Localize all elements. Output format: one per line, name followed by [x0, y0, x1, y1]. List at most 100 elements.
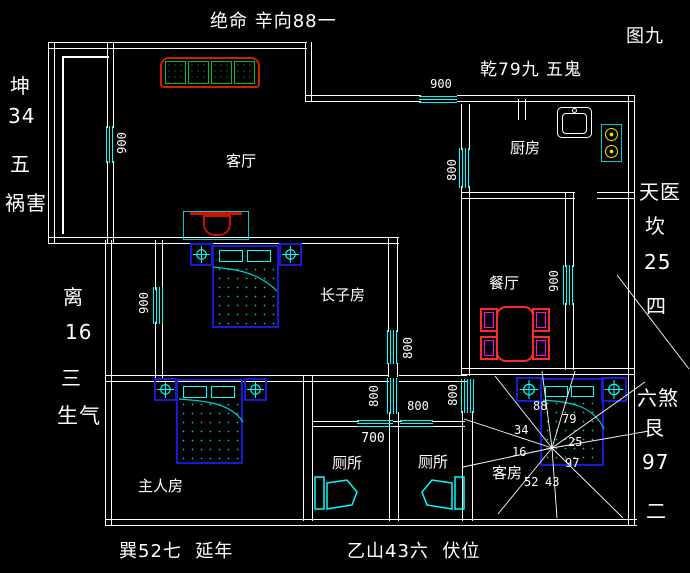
bottom-left-label: 巽52七 延年: [119, 537, 233, 563]
stove-burner: [605, 128, 618, 141]
room-label-master: 主人房: [138, 477, 184, 495]
wall-segment: [389, 412, 399, 521]
wall-segment: [461, 186, 470, 376]
wall-segment: [432, 421, 465, 427]
pillow: [211, 386, 235, 398]
window-dining: [563, 265, 575, 305]
wall-segment: [48, 237, 399, 244]
right-lower-star: 六煞: [637, 386, 679, 410]
dim-son-right-window: 800: [401, 337, 415, 359]
bottom-left-group: 巽52七: [119, 541, 182, 562]
top-title: 绝命 辛向88一: [210, 11, 337, 32]
pillow: [183, 386, 207, 398]
bed-eldest-son: [212, 245, 279, 328]
dim-toilet-left-door: 700: [361, 431, 385, 446]
window-balcony: [106, 126, 115, 163]
wall-segment: [105, 240, 112, 525]
tv-stand-edge: [190, 212, 242, 215]
door-toilet-left: [357, 420, 393, 428]
left-upper-trigram: 坤: [10, 74, 31, 98]
nightstand: [190, 243, 213, 266]
room-label-eldest-son: 长子房: [320, 286, 366, 304]
wall-segment: [399, 375, 467, 382]
window-son-left: [153, 287, 163, 324]
right-lower-trigram: 艮: [644, 416, 665, 440]
blanket-curve: [212, 266, 278, 292]
left-upper-star: 祸害: [5, 191, 47, 215]
dining-chair: [480, 336, 498, 360]
pillow: [545, 386, 568, 397]
dining-table: [496, 306, 534, 362]
tv-cabinet: [183, 211, 249, 240]
window-lobby: [387, 378, 399, 414]
room-label-guest: 客房: [492, 464, 523, 482]
compass-number-43: 43: [545, 475, 560, 489]
dim-balcony-window: 900: [115, 132, 129, 154]
balcony-inner-line: [62, 56, 64, 234]
right-upper-star: 天医: [639, 180, 681, 204]
wall-segment: [461, 368, 635, 375]
sofa-cushion: [234, 61, 255, 84]
right-upper-number: 25: [644, 250, 672, 274]
mattress: [215, 265, 276, 325]
left-upper-number: 34: [8, 104, 36, 128]
wall-segment: [105, 519, 637, 526]
dining-chair: [532, 308, 550, 332]
wall-segment: [303, 375, 313, 521]
room-label-dining: 餐厅: [489, 274, 520, 292]
wall-segment: [461, 192, 575, 199]
bottom-left-star: 延年: [195, 541, 234, 562]
wall-segment: [48, 42, 307, 49]
wall-segment: [107, 42, 114, 128]
top-right-label: 乾79九 五鬼: [480, 60, 583, 80]
bottom-right-group: 乙山43六: [347, 541, 429, 562]
nightstand: [154, 378, 177, 401]
kitchen-sink-basin: [562, 113, 587, 134]
dim-lobby-window: 800: [367, 385, 381, 407]
compass-number-79: 79: [562, 412, 577, 426]
window-son-right: [387, 330, 399, 364]
wall-segment: [388, 363, 398, 377]
dim-guest-window: 800: [446, 384, 460, 406]
room-label-kitchen: 厨房: [510, 139, 541, 157]
wall-segment: [462, 411, 473, 521]
wall-segment: [461, 104, 470, 150]
sofa-cushion: [165, 61, 186, 84]
wall-segment: [457, 95, 635, 102]
nightstand: [244, 378, 267, 401]
room-label-toilet-left: 厕所: [332, 454, 363, 472]
dim-kitchen-window: 800: [445, 159, 459, 181]
tv: [203, 215, 231, 236]
compass-number-34: 34: [514, 423, 529, 437]
dim-top-window: 900: [430, 77, 452, 91]
nightstand: [601, 377, 627, 402]
blanket-curve: [178, 398, 244, 423]
right-lower-rank: 二: [646, 499, 667, 523]
right-upper-rank: 四: [646, 294, 667, 318]
wall-segment: [107, 161, 114, 243]
wall-segment: [388, 237, 398, 332]
wall-segment: [313, 421, 359, 427]
left-lower-rank: 三: [61, 366, 82, 390]
stove: [601, 124, 622, 162]
nightstand: [516, 377, 542, 402]
compass-number-52: 52: [524, 475, 539, 489]
room-label-living: 客厅: [226, 152, 257, 170]
sofa-cushion: [211, 61, 232, 84]
dim-son-left-window: 900: [137, 292, 151, 314]
lamp-icon: [604, 380, 624, 399]
sofa: [160, 57, 260, 88]
lamp-icon: [156, 380, 175, 399]
lamp-icon: [246, 380, 265, 399]
stove-burner: [605, 145, 618, 158]
nightstand: [279, 243, 302, 266]
dim-lobby-opening: 800: [407, 399, 429, 413]
wall-segment: [565, 303, 574, 370]
left-upper-rank: 五: [10, 152, 31, 176]
figure-number: 图九: [626, 26, 664, 47]
dining-chair: [480, 308, 498, 332]
kitchen-sink: [557, 107, 592, 138]
compass-number-97: 97: [565, 456, 580, 470]
